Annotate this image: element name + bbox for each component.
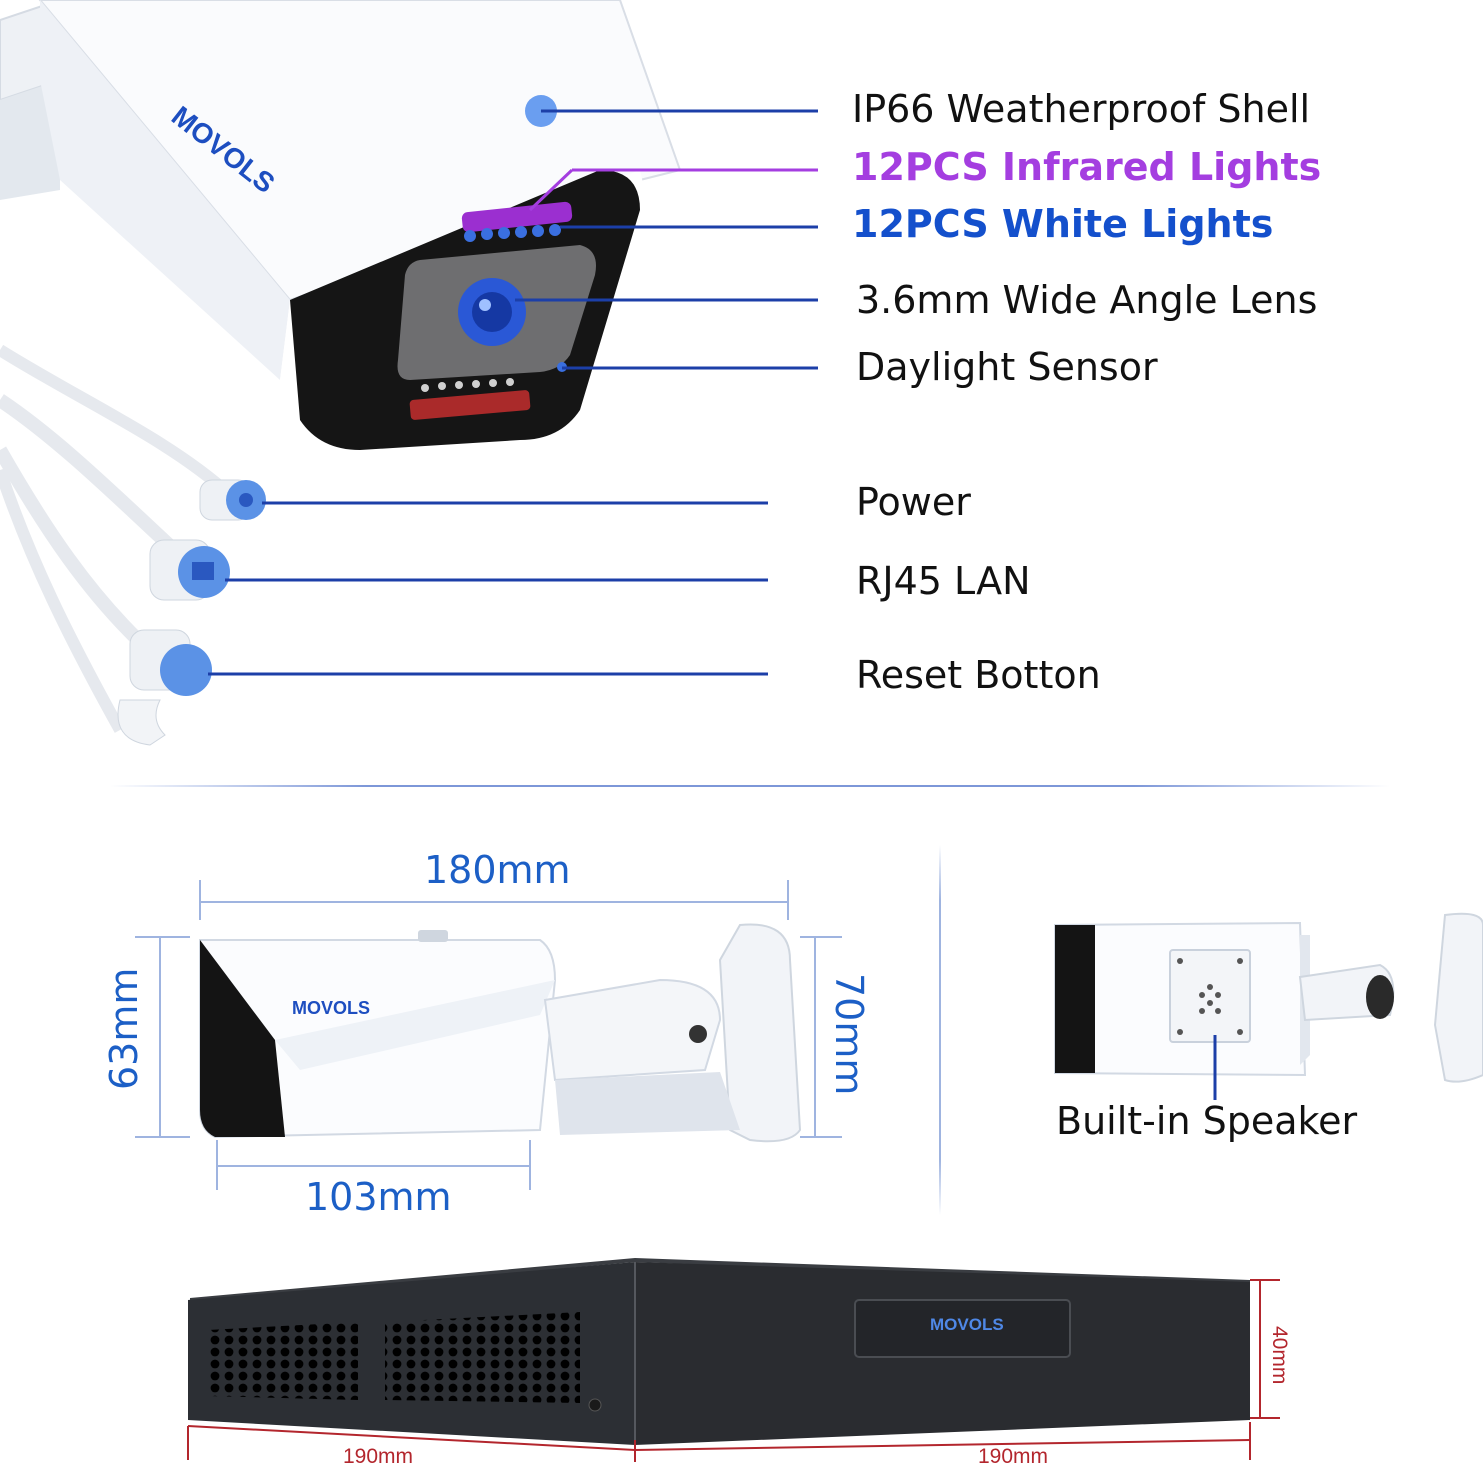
vertical-divider	[939, 845, 941, 1215]
speaker-label: Built-in Speaker	[1056, 1099, 1358, 1143]
callout-sensor: Daylight Sensor	[856, 345, 1158, 389]
dim-nvr-height: 40mm	[1268, 1326, 1291, 1385]
callout-infrared: 12PCS Infrared Lights	[852, 145, 1322, 189]
dim-body-length: 103mm	[305, 1175, 452, 1219]
camera-side-view-illustration	[135, 880, 842, 1190]
side-view-logo: MOVOLS	[292, 998, 370, 1019]
nvr-logo-text: MOVOLS	[930, 1315, 1004, 1334]
dim-nvr-width: 190mm	[978, 1445, 1049, 1468]
callout-power: Power	[856, 480, 971, 524]
camera-closeup-illustration	[0, 0, 818, 746]
section-divider	[110, 785, 1390, 787]
camera-rear-view-illustration	[1054, 912, 1483, 1100]
dim-nvr-depth: 190mm	[343, 1445, 414, 1468]
dim-camera-length: 180mm	[424, 848, 571, 892]
side-view-logo-text: MOVOLS	[292, 998, 371, 1018]
nvr-logo: MOVOLS	[930, 1315, 1004, 1335]
dim-camera-height: 63mm	[102, 967, 146, 1090]
dim-mount-height: 70mm	[827, 973, 871, 1096]
nvr-illustration	[187, 1258, 1280, 1462]
callout-white-lights: 12PCS White Lights	[852, 202, 1274, 246]
callout-shell: IP66 Weatherproof Shell	[852, 87, 1311, 131]
callout-lan: RJ45 LAN	[856, 559, 1031, 603]
callout-reset: Reset Botton	[856, 653, 1101, 697]
callout-lens: 3.6mm Wide Angle Lens	[856, 278, 1318, 322]
